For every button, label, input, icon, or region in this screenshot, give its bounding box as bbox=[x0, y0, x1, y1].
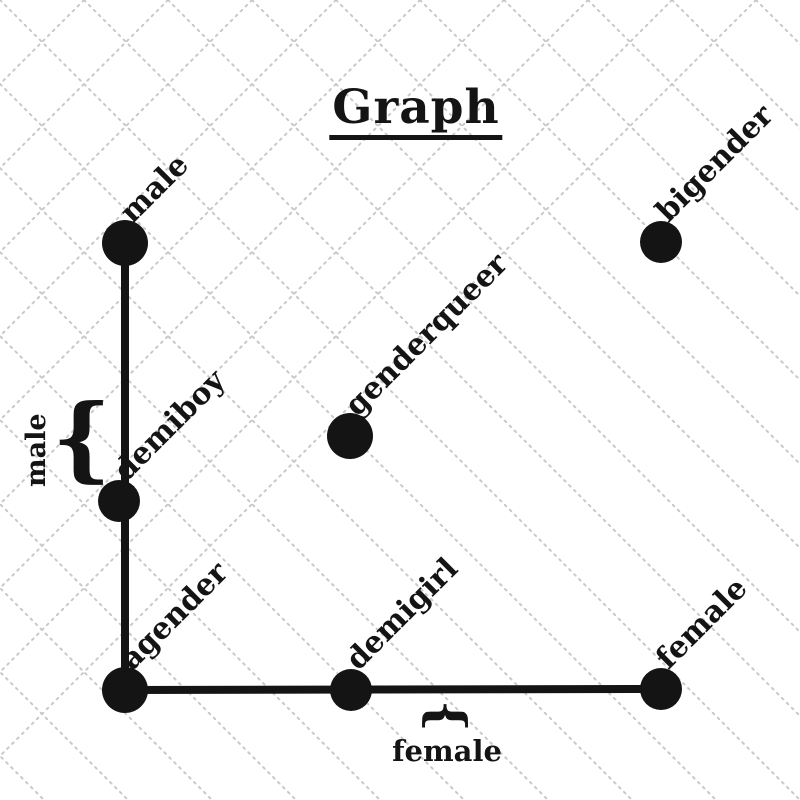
edges-layer bbox=[121, 243, 662, 694]
node-demiboy bbox=[98, 480, 140, 522]
grid-line bbox=[0, 0, 673, 674]
nodes-layer bbox=[98, 220, 682, 713]
grid-line bbox=[0, 0, 421, 422]
grid-line bbox=[0, 0, 253, 254]
left-curly-brace-icon: { bbox=[52, 384, 112, 492]
grid-line bbox=[0, 0, 757, 758]
grid-line bbox=[0, 0, 337, 338]
node-genderqueer bbox=[327, 413, 373, 459]
grid-line bbox=[503, 0, 800, 298]
grid-line bbox=[419, 0, 800, 382]
node-demigirl bbox=[330, 669, 372, 711]
grid-line bbox=[0, 0, 589, 590]
bottom-brace-label: female bbox=[392, 734, 502, 768]
node-male bbox=[102, 220, 148, 266]
grid-line bbox=[167, 0, 800, 634]
page-title: Graph bbox=[329, 84, 503, 140]
node-female bbox=[640, 668, 682, 710]
grid-line bbox=[587, 0, 800, 214]
grid-line bbox=[0, 82, 717, 800]
grid-line bbox=[83, 0, 800, 718]
bottom-curly-brace-icon: { bbox=[418, 699, 477, 733]
left-brace-label: male bbox=[21, 413, 52, 488]
grid-line bbox=[0, 0, 505, 506]
grid-line bbox=[335, 0, 800, 466]
grid-line bbox=[251, 0, 800, 550]
node-bigender bbox=[640, 221, 682, 263]
edge-agender-female bbox=[124, 685, 662, 694]
node-agender bbox=[102, 667, 148, 713]
grid-line bbox=[0, 0, 169, 170]
